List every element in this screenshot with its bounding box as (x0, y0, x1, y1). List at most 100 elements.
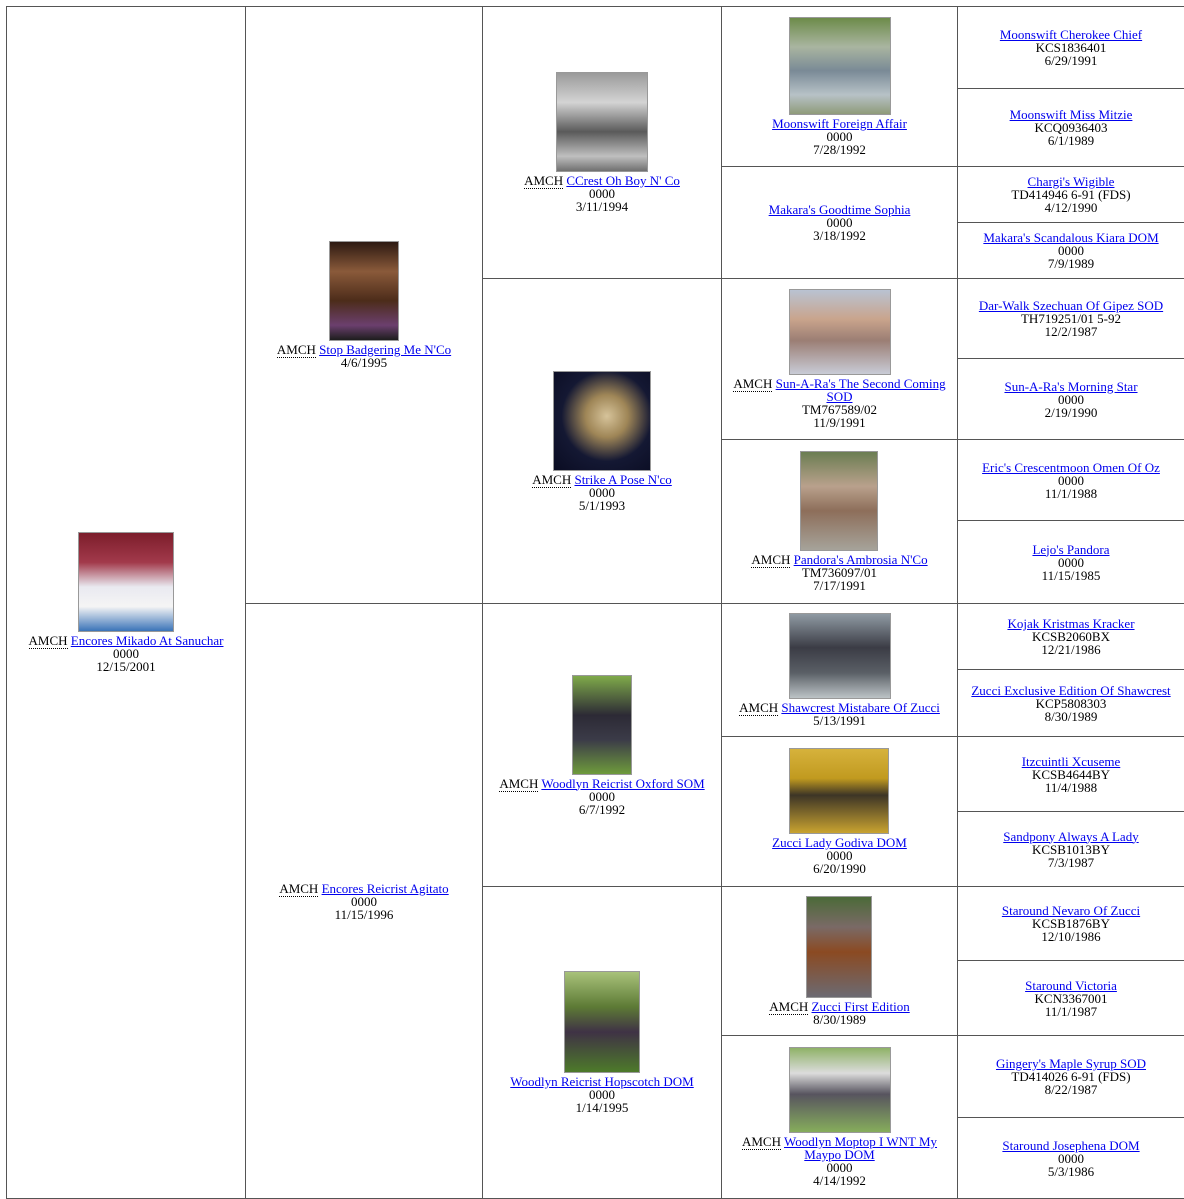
dog-name-link[interactable]: Zucci Exclusive Edition Of Shawcrest (971, 682, 1171, 698)
dog-name-link[interactable]: Dar-Walk Szechuan Of Gipez SOD (978, 298, 1164, 313)
dog-name-line: AMCH Stop Badgering Me N'Co (276, 342, 452, 358)
dog-name-link[interactable]: Moonswift Cherokee Chief (999, 27, 1143, 42)
dog-name-link[interactable]: Sun-A-Ra's The Second Coming SOD (775, 376, 946, 404)
dog-photo[interactable] (553, 370, 651, 471)
registration-number: 0000 (1058, 1150, 1084, 1166)
birth-date: 11/15/1996 (334, 906, 394, 922)
dog-photo[interactable] (572, 674, 632, 775)
dog-photo[interactable] (800, 451, 879, 551)
dog-name-link[interactable]: Moonswift Foreign Affair (772, 116, 907, 131)
registration-number: KCP5808303 (1035, 695, 1107, 711)
birth-date: 12/15/2001 (96, 659, 156, 674)
dog-name-link[interactable]: Eric's Crescentmoon Omen Of Oz (982, 459, 1160, 475)
registration-number: 0000 (589, 788, 615, 804)
birth-date: 12/10/1986 (1041, 929, 1101, 944)
dog-name-link[interactable]: Sandpony Always A Lady (1003, 828, 1139, 844)
title-abbrev: AMCH (739, 700, 779, 716)
dog-name-line: Zucci Exclusive Edition Of Shawcrest (971, 684, 1170, 697)
birth-date: 7/17/1991 (813, 578, 866, 593)
dog-photo[interactable] (77, 532, 174, 632)
dog-name-line: AMCH Zucci First Edition (769, 999, 910, 1015)
dog-name-link[interactable]: Encores Reicrist Agitato (321, 880, 449, 896)
registration-number: 0000 (826, 848, 853, 863)
registration-number: 0000 (826, 1160, 853, 1175)
birth-date: 11/4/1988 (1044, 779, 1098, 795)
title-abbrev: AMCH (741, 1134, 781, 1150)
dog-name-line: Moonswift Cherokee Chief (1000, 28, 1142, 41)
birth-date: 12/2/1987 (1044, 324, 1098, 339)
dog-name-link[interactable]: Chargi's Wigible (1027, 174, 1115, 189)
dog-name-line: AMCH Encores Mikado At Sanuchar (28, 633, 224, 649)
dog-name-link[interactable]: Zucci First Edition (811, 999, 910, 1014)
dog-name-link[interactable]: Makara's Goodtime Sophia (768, 202, 911, 217)
dog-photo[interactable] (788, 613, 891, 699)
dog-photo[interactable] (788, 1047, 891, 1133)
dog-name-link[interactable]: Sun-A-Ra's Morning Star (1004, 378, 1138, 394)
registration-number: 0000 (1057, 243, 1084, 258)
birth-date: 6/29/1991 (1044, 53, 1098, 68)
dog-name-link[interactable]: Shawcrest Mistabare Of Zucci (781, 700, 940, 715)
dog-name-link[interactable]: Zucci Lady Godiva DOM (772, 835, 907, 850)
dog-photo[interactable] (789, 748, 890, 834)
dog-name-line: Lejo's Pandora (1032, 543, 1109, 556)
title-abbrev: AMCH (279, 880, 319, 897)
birth-date: 4/6/1995 (340, 355, 388, 370)
registration-number: TM736097/01 (801, 565, 878, 580)
dog-name-link[interactable]: Staround Nevaro Of Zucci (1001, 903, 1141, 918)
dog-name-link[interactable]: Makara's Scandalous Kiara DOM (983, 230, 1159, 245)
dog-name-link[interactable]: Woodlyn Reicrist Hopscotch DOM (510, 1074, 694, 1089)
dog-name-link[interactable]: Stop Badgering Me N'Co (319, 342, 452, 357)
dog-name-line: Makara's Goodtime Sophia (769, 203, 911, 216)
dog-name-link[interactable]: Woodlyn Moptop I WNT My Maypo DOM (784, 1134, 938, 1162)
birth-date: 5/13/1991 (813, 713, 866, 728)
dog-name-link[interactable]: Pandora's Ambrosia N'Co (793, 552, 928, 567)
dog-name-line: Eric's Crescentmoon Omen Of Oz (982, 461, 1160, 474)
dog-name-link[interactable]: Encores Mikado At Sanuchar (70, 633, 224, 648)
dog-name-line: AMCH Woodlyn Reicrist Oxford SOM (499, 775, 705, 792)
dog-name-link[interactable]: Kojak Kristmas Kracker (1007, 616, 1135, 631)
registration-number: KCN3367001 (1034, 990, 1108, 1006)
dog-name-link[interactable]: Strike A Pose N'co (574, 471, 672, 487)
birth-date: 12/21/1986 (1041, 642, 1101, 657)
dog-photo[interactable] (564, 971, 640, 1073)
dog-photo[interactable] (788, 289, 891, 375)
dog-photo[interactable] (788, 17, 891, 115)
dog-name-line: Sun-A-Ra's Morning Star (1004, 380, 1137, 393)
dog-name-link[interactable]: Staround Josephena DOM (1002, 1137, 1140, 1153)
dog-photo[interactable] (329, 241, 399, 341)
dog-name-link[interactable]: Woodlyn Reicrist Oxford SOM (541, 775, 705, 791)
dog-name-link[interactable]: Itzcuintli Xcuseme (1021, 753, 1121, 769)
birth-date: 4/12/1990 (1044, 200, 1098, 215)
dog-name-link[interactable]: CCrest Oh Boy N' Co (566, 173, 680, 188)
dog-name-link[interactable]: Moonswift Miss Mitzie (1009, 107, 1133, 122)
dog-photo[interactable] (556, 72, 648, 172)
dog-name-line: Sandpony Always A Lady (1003, 830, 1138, 843)
dog-name-line: Staround Josephena DOM (1002, 1139, 1139, 1152)
dog-name-link[interactable]: Gingery's Maple Syrup SOD (995, 1056, 1147, 1071)
registration-number: KCSB1013BY (1031, 841, 1110, 857)
dog-name-link[interactable]: Staround Victoria (1025, 977, 1117, 993)
registration-number: 0000 (112, 646, 139, 661)
dog-name-line: Itzcuintli Xcuseme (1022, 755, 1121, 768)
registration-number: 0000 (1057, 472, 1084, 488)
dog-photo[interactable] (806, 896, 873, 998)
dog-name-link[interactable]: Lejo's Pandora (1032, 541, 1110, 557)
birth-date: 2/19/1990 (1044, 404, 1098, 420)
